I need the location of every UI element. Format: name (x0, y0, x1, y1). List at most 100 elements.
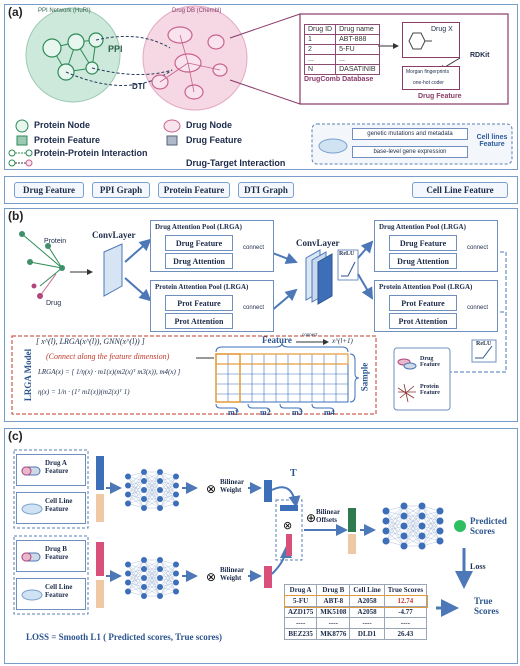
nn-neuron (173, 570, 179, 577)
bilinear-weight-1: Bilinear Weight (220, 478, 244, 494)
table-row: -------- -------- (283, 617, 428, 629)
bilinear-offsets: Bilinear Offsets (316, 508, 340, 524)
dti-label: DTI (132, 82, 145, 91)
nn-neuron (173, 491, 179, 498)
feature-bar-dti: DTI Graph (238, 182, 294, 198)
pool-title: Drug Attention Pool (LRGA) (155, 223, 242, 231)
connect-label: connect (467, 245, 489, 251)
m3-label: m3 (292, 408, 303, 417)
nn-neuron (382, 507, 390, 515)
protein-node-icon (15, 119, 29, 133)
nn-neuron (400, 512, 408, 520)
m2-label: m2 (260, 408, 271, 417)
drug-feature-caption: Drug Feature (418, 93, 462, 100)
nn-neuron (400, 542, 408, 550)
true-scores-table: Drug A Drug B Cell Line True Scores 5-FU… (283, 584, 428, 640)
nn-neuron (125, 561, 131, 568)
convlayer-1-shape (103, 243, 123, 297)
drug-attention-item: Drug Attention (165, 253, 233, 269)
nn-neuron (141, 593, 147, 599)
drug-a-projected (264, 480, 272, 502)
nn-neuron (418, 522, 426, 530)
nn-neuron (125, 579, 131, 586)
nn-neuron (157, 593, 163, 599)
molecule-icon (408, 32, 432, 50)
nn-neuron (173, 579, 179, 586)
out-protein-feature: Protein Feature (420, 384, 440, 396)
panel-a-label: (a) (8, 5, 23, 19)
drug-a-feature-box: Drug A Feature (16, 454, 86, 486)
ppi-node-1 (42, 38, 62, 58)
nn-neuron (141, 566, 147, 572)
legend-protein-feature: Protein Feature (34, 135, 101, 145)
legend-dti-interaction: Drug-Target Interaction (186, 158, 286, 168)
nn-neuron (141, 584, 147, 590)
convlayer-2-label: ConvLayer (296, 238, 340, 248)
bilinear-weight-2: Bilinear Weight (220, 566, 244, 582)
pill-icon (21, 552, 41, 562)
connect-label: connect (467, 305, 489, 311)
drug-b-label: Drug B Feature (45, 545, 69, 561)
nn-neuron (141, 469, 147, 475)
nn-neuron (141, 478, 147, 484)
nn-neuron (400, 522, 408, 530)
cell-b-feature-box: Cell Line Feature (16, 578, 86, 610)
protein-attention-pool-1: Protein Attention Pool (LRGA) Prot Featu… (150, 280, 274, 332)
out-drug-feature: Drug Feature (420, 356, 440, 368)
drug-attention-pool-2: Drug Attention Pool (LRGA) Drug Feature … (374, 220, 498, 272)
drug-db-title: Drug DB (Chembl) (172, 8, 222, 14)
drug-feature-item: Drug Feature (389, 235, 457, 251)
lrga-eq1-left: [ x^(l), LRGA(x^(l)), GNN(x^(l)) ] (36, 337, 145, 346)
cell-a-feature-box: Cell Line Feature (16, 492, 86, 524)
table-header: Drug A (283, 584, 318, 596)
drug-a-label: Drug A Feature (45, 459, 69, 475)
lrga-eq2: LRGA(x) = [ 1/η(x) · m1(x)(m2(x)ᵀ m3(x))… (38, 368, 181, 376)
pool-title: Drug Attention Pool (LRGA) (379, 223, 466, 231)
nn-neuron (125, 473, 131, 480)
relu-2-label: ReLU (476, 341, 492, 347)
svg-text:⊗: ⊗ (206, 570, 216, 584)
lrga-eq1-right: x^(l+1) (332, 337, 353, 345)
drug-b-bar (96, 542, 104, 576)
predicted-scores-label: Predicted Scores (470, 516, 507, 536)
nn-neuron (436, 507, 444, 515)
relu-1-label: ReLU (339, 251, 355, 257)
ppi-label: PPI (108, 44, 123, 54)
nn-neuron (157, 566, 163, 572)
neural-network-final (382, 502, 444, 550)
drug-feature-item: Drug Feature (165, 235, 233, 251)
connect-label: connect (243, 305, 265, 311)
nn-neuron (157, 496, 163, 502)
feature-bar-protein: Protein Feature (158, 182, 230, 198)
nn-neuron (125, 500, 131, 507)
drug-attention-item: Drug Attention (389, 253, 457, 269)
nn-neuron (125, 491, 131, 498)
nn-neuron (141, 505, 147, 511)
m1-label: m1 (228, 408, 239, 417)
nn-neuron (418, 532, 426, 540)
nn-neuron (125, 482, 131, 489)
nn-neuron (173, 588, 179, 595)
cell-b-label: Cell Line Feature (45, 583, 73, 599)
feature-bar-cell-line: Cell Line Feature (412, 182, 508, 198)
prot-attention-item: Prot Attention (389, 313, 457, 329)
cell-b-bar (96, 580, 104, 608)
prot-feature-item: Prot Feature (165, 295, 233, 311)
protein-label: Protein (44, 238, 67, 245)
panel-b-label: (b) (8, 209, 24, 223)
neural-network-a (125, 469, 179, 511)
prot-feature-item: Prot Feature (389, 295, 457, 311)
nn-neuron (418, 502, 426, 510)
legend-drug-feature: Drug Feature (186, 135, 243, 145)
relu-1-box (337, 249, 359, 281)
protein-feature-icon (16, 135, 28, 146)
nn-neuron (418, 512, 426, 520)
nn-neuron (436, 537, 444, 545)
connect-label: connect (243, 245, 265, 251)
cell-lines-mutations: genetic mutations and metadata (352, 128, 468, 140)
nn-neuron (157, 557, 163, 563)
nn-neuron (173, 473, 179, 480)
prot-attention-item: Prot Attention (165, 313, 233, 329)
